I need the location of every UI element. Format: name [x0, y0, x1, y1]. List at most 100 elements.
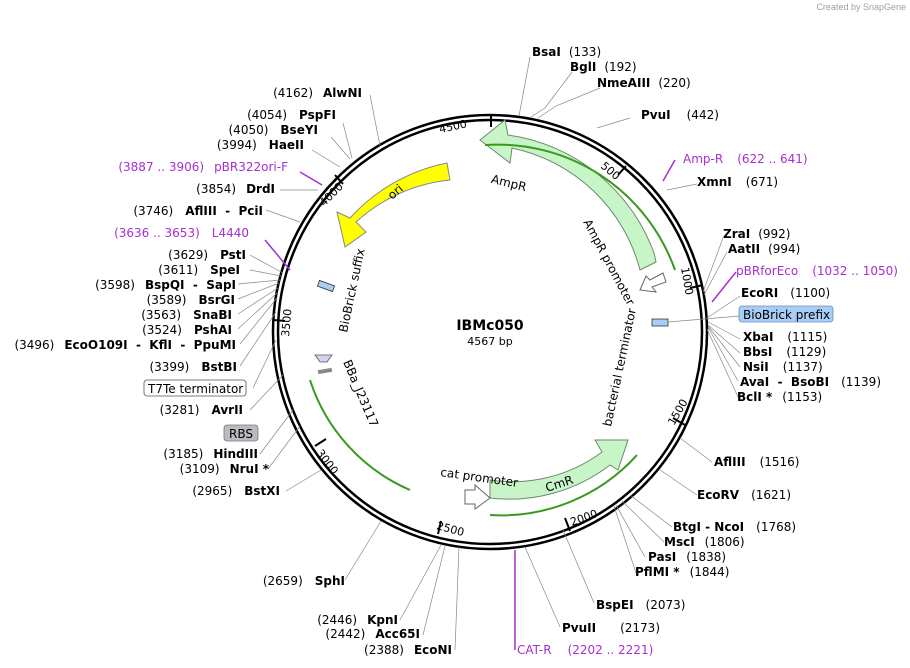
- site-aatii[interactable]: AatII: [728, 242, 760, 256]
- site-zrai[interactable]: ZraI: [723, 227, 750, 241]
- svg-text:BglI(192): BglI (192): [570, 60, 637, 74]
- site-bstbi[interactable]: BstBI: [201, 360, 237, 374]
- site-pasi-coord: (1838): [686, 550, 726, 564]
- site-drdi[interactable]: DrdI: [246, 182, 275, 196]
- svg-text:(3589)BsrGI: (3589) BsrGI: [147, 293, 235, 307]
- site-bbsi[interactable]: BbsI: [743, 345, 772, 359]
- site-pspfi[interactable]: PspFI: [299, 108, 336, 122]
- site-afliii-right[interactable]: AflIII: [714, 455, 746, 469]
- site-aatii-coord: (994): [768, 242, 800, 256]
- svg-text:Amp-R(622 .. 641): Amp-R (622 .. 641): [683, 152, 808, 166]
- site-xbai[interactable]: XbaI: [743, 330, 773, 344]
- primer-amp-r[interactable]: Amp-R: [683, 152, 723, 166]
- ampr-outline-green: [484, 143, 676, 271]
- site-drdi-coord: (3854): [196, 182, 236, 196]
- site-bstxi[interactable]: BstXI: [244, 484, 280, 498]
- site-bgli-coord: (192): [604, 60, 636, 74]
- svg-text:(3281)AvrII: (3281)AvrII: [160, 403, 243, 417]
- site-bsrgi[interactable]: BsrGI: [198, 293, 235, 307]
- site-bsrgi-coord: (3589): [147, 293, 187, 307]
- svg-text:AatII(994): AatII (994): [728, 242, 800, 256]
- biobrick-suffix-label: BioBrick suffix: [336, 247, 367, 333]
- primer-l4440-coord: (3636 .. 3653): [114, 226, 200, 240]
- site-psti-coord: (3629): [168, 248, 208, 262]
- site-nrui[interactable]: NruI *: [230, 462, 270, 476]
- biobrick-suffix-marker: [316, 279, 336, 293]
- site-spei[interactable]: SpeI: [210, 263, 240, 277]
- cmr-arrow[interactable]: [489, 439, 629, 500]
- svg-text:(4054)PspFI: (4054)PspFI: [247, 108, 336, 122]
- site-kpni[interactable]: KpnI: [367, 613, 398, 627]
- svg-text:(3524)PshAI: (3524) PshAI: [142, 323, 232, 337]
- primer-pbr322ori-f[interactable]: pBR322ori-F: [214, 160, 288, 174]
- site-econi[interactable]: EcoNI: [414, 643, 452, 657]
- site-btgi-ncoi[interactable]: BtgI - NcoI: [673, 520, 744, 534]
- site-pshai[interactable]: PshAI: [194, 323, 232, 337]
- site-msci[interactable]: MscI: [664, 535, 695, 549]
- site-pflmi-coord: (1844): [690, 565, 730, 579]
- svg-text:BclI *(1153): BclI *(1153): [737, 390, 822, 404]
- primer-pbr322ori-f-coord: (3887 .. 3906): [118, 160, 204, 174]
- site-acc65i[interactable]: Acc65I: [375, 627, 420, 641]
- svg-text:PasI(1838): PasI (1838): [648, 550, 726, 564]
- site-bseyi[interactable]: BseYI: [280, 123, 318, 137]
- biobrick-prefix-box[interactable]: [738, 305, 834, 323]
- site-pasi[interactable]: PasI: [648, 550, 676, 564]
- svg-text:PvuII(2173): PvuII (2173): [562, 621, 660, 635]
- site-pvui[interactable]: PvuI: [641, 108, 671, 122]
- site-nmeaiii[interactable]: NmeAIII: [597, 76, 650, 90]
- site-pvuii-coord: (2173): [620, 621, 660, 635]
- site-haeii[interactable]: HaeII: [269, 138, 304, 152]
- site-avrii[interactable]: AvrII: [211, 403, 243, 417]
- site-snabi[interactable]: SnaBI: [193, 308, 232, 322]
- svg-text:(3629)PstI: (3629) PstI: [168, 248, 246, 262]
- site-pshai-coord: (3524): [142, 323, 182, 337]
- tick-marks: [272, 115, 704, 535]
- site-pvuii[interactable]: PvuII: [562, 621, 596, 635]
- primer-amp-r-coord: (622 .. 641): [737, 152, 807, 166]
- biobrick-prefix-leader: [667, 315, 741, 323]
- site-pflmi[interactable]: PflMI *: [635, 565, 680, 579]
- site-sphi-coord: (2659): [263, 574, 303, 588]
- site-nrui-coord: (3109): [180, 462, 220, 476]
- site-hindiii[interactable]: HindIII: [213, 447, 258, 461]
- site-avai-bsobi[interactable]: AvaI - BsoBI: [740, 375, 829, 389]
- svg-text:(3611)SpeI: (3611)SpeI: [158, 263, 240, 277]
- primer-pbrforeco[interactable]: pBRforEco: [736, 264, 798, 278]
- primer-cat-r[interactable]: CAT-R: [517, 643, 552, 657]
- svg-text:CAT-R(2202 .. 2221): CAT-R(2202 .. 2221): [517, 643, 653, 657]
- site-bspei-coord: (2073): [646, 598, 686, 612]
- site-psti[interactable]: PstI: [220, 248, 246, 262]
- site-afliii-pcii[interactable]: AflIII - PciI: [185, 204, 263, 218]
- ori-arrow[interactable]: [336, 162, 451, 248]
- site-sphi[interactable]: SphI: [315, 574, 345, 588]
- site-alwni[interactable]: AlwNI: [323, 86, 362, 100]
- site-ecori[interactable]: EcoRI: [741, 286, 778, 300]
- site-afliii-right-coord: (1516): [760, 455, 800, 469]
- rbs-label: RBS: [229, 427, 253, 441]
- plasmid-length: 4567 bp: [467, 335, 512, 348]
- site-bspqi-sapi[interactable]: BspQI - SapI: [145, 278, 236, 292]
- rbs-box[interactable]: [223, 424, 259, 442]
- site-xmni[interactable]: XmnI: [697, 175, 732, 189]
- ampr-arrow[interactable]: [479, 119, 657, 271]
- site-haeii-coord: (3994): [217, 138, 257, 152]
- site-bgli[interactable]: BglI: [570, 60, 596, 74]
- svg-text:PflMI *(1844): PflMI * (1844): [635, 565, 729, 579]
- site-bspqi-sapi-coord: (3598): [95, 278, 135, 292]
- site-ecoo109i-kfli-ppumi[interactable]: EcoO109I - KflI - PpuMI: [64, 338, 236, 352]
- site-ecorv[interactable]: EcoRV: [697, 488, 740, 502]
- svg-text:(2442)Acc65I: (2442) Acc65I: [325, 627, 420, 641]
- svg-text:BspEI(2073): BspEI (2073): [596, 598, 685, 612]
- t7te-terminator-box[interactable]: [143, 379, 247, 397]
- site-bcli[interactable]: BclI *: [737, 390, 773, 404]
- site-nsii[interactable]: NsiI: [743, 360, 769, 374]
- site-bspei[interactable]: BspEI: [596, 598, 634, 612]
- svg-text:(3887 .. 3906)pBR322ori-F: (3887 .. 3906) pBR322ori-F: [118, 160, 288, 174]
- bacterial-terminator-label: bacterial terminator: [600, 307, 639, 428]
- tick-1000: 1000: [678, 266, 696, 296]
- svg-text:MscI(1806): MscI(1806): [664, 535, 745, 549]
- primer-l4440[interactable]: L4440: [212, 226, 249, 240]
- site-bsai[interactable]: BsaI: [532, 45, 561, 59]
- site-acc65i-coord: (2442): [325, 627, 365, 641]
